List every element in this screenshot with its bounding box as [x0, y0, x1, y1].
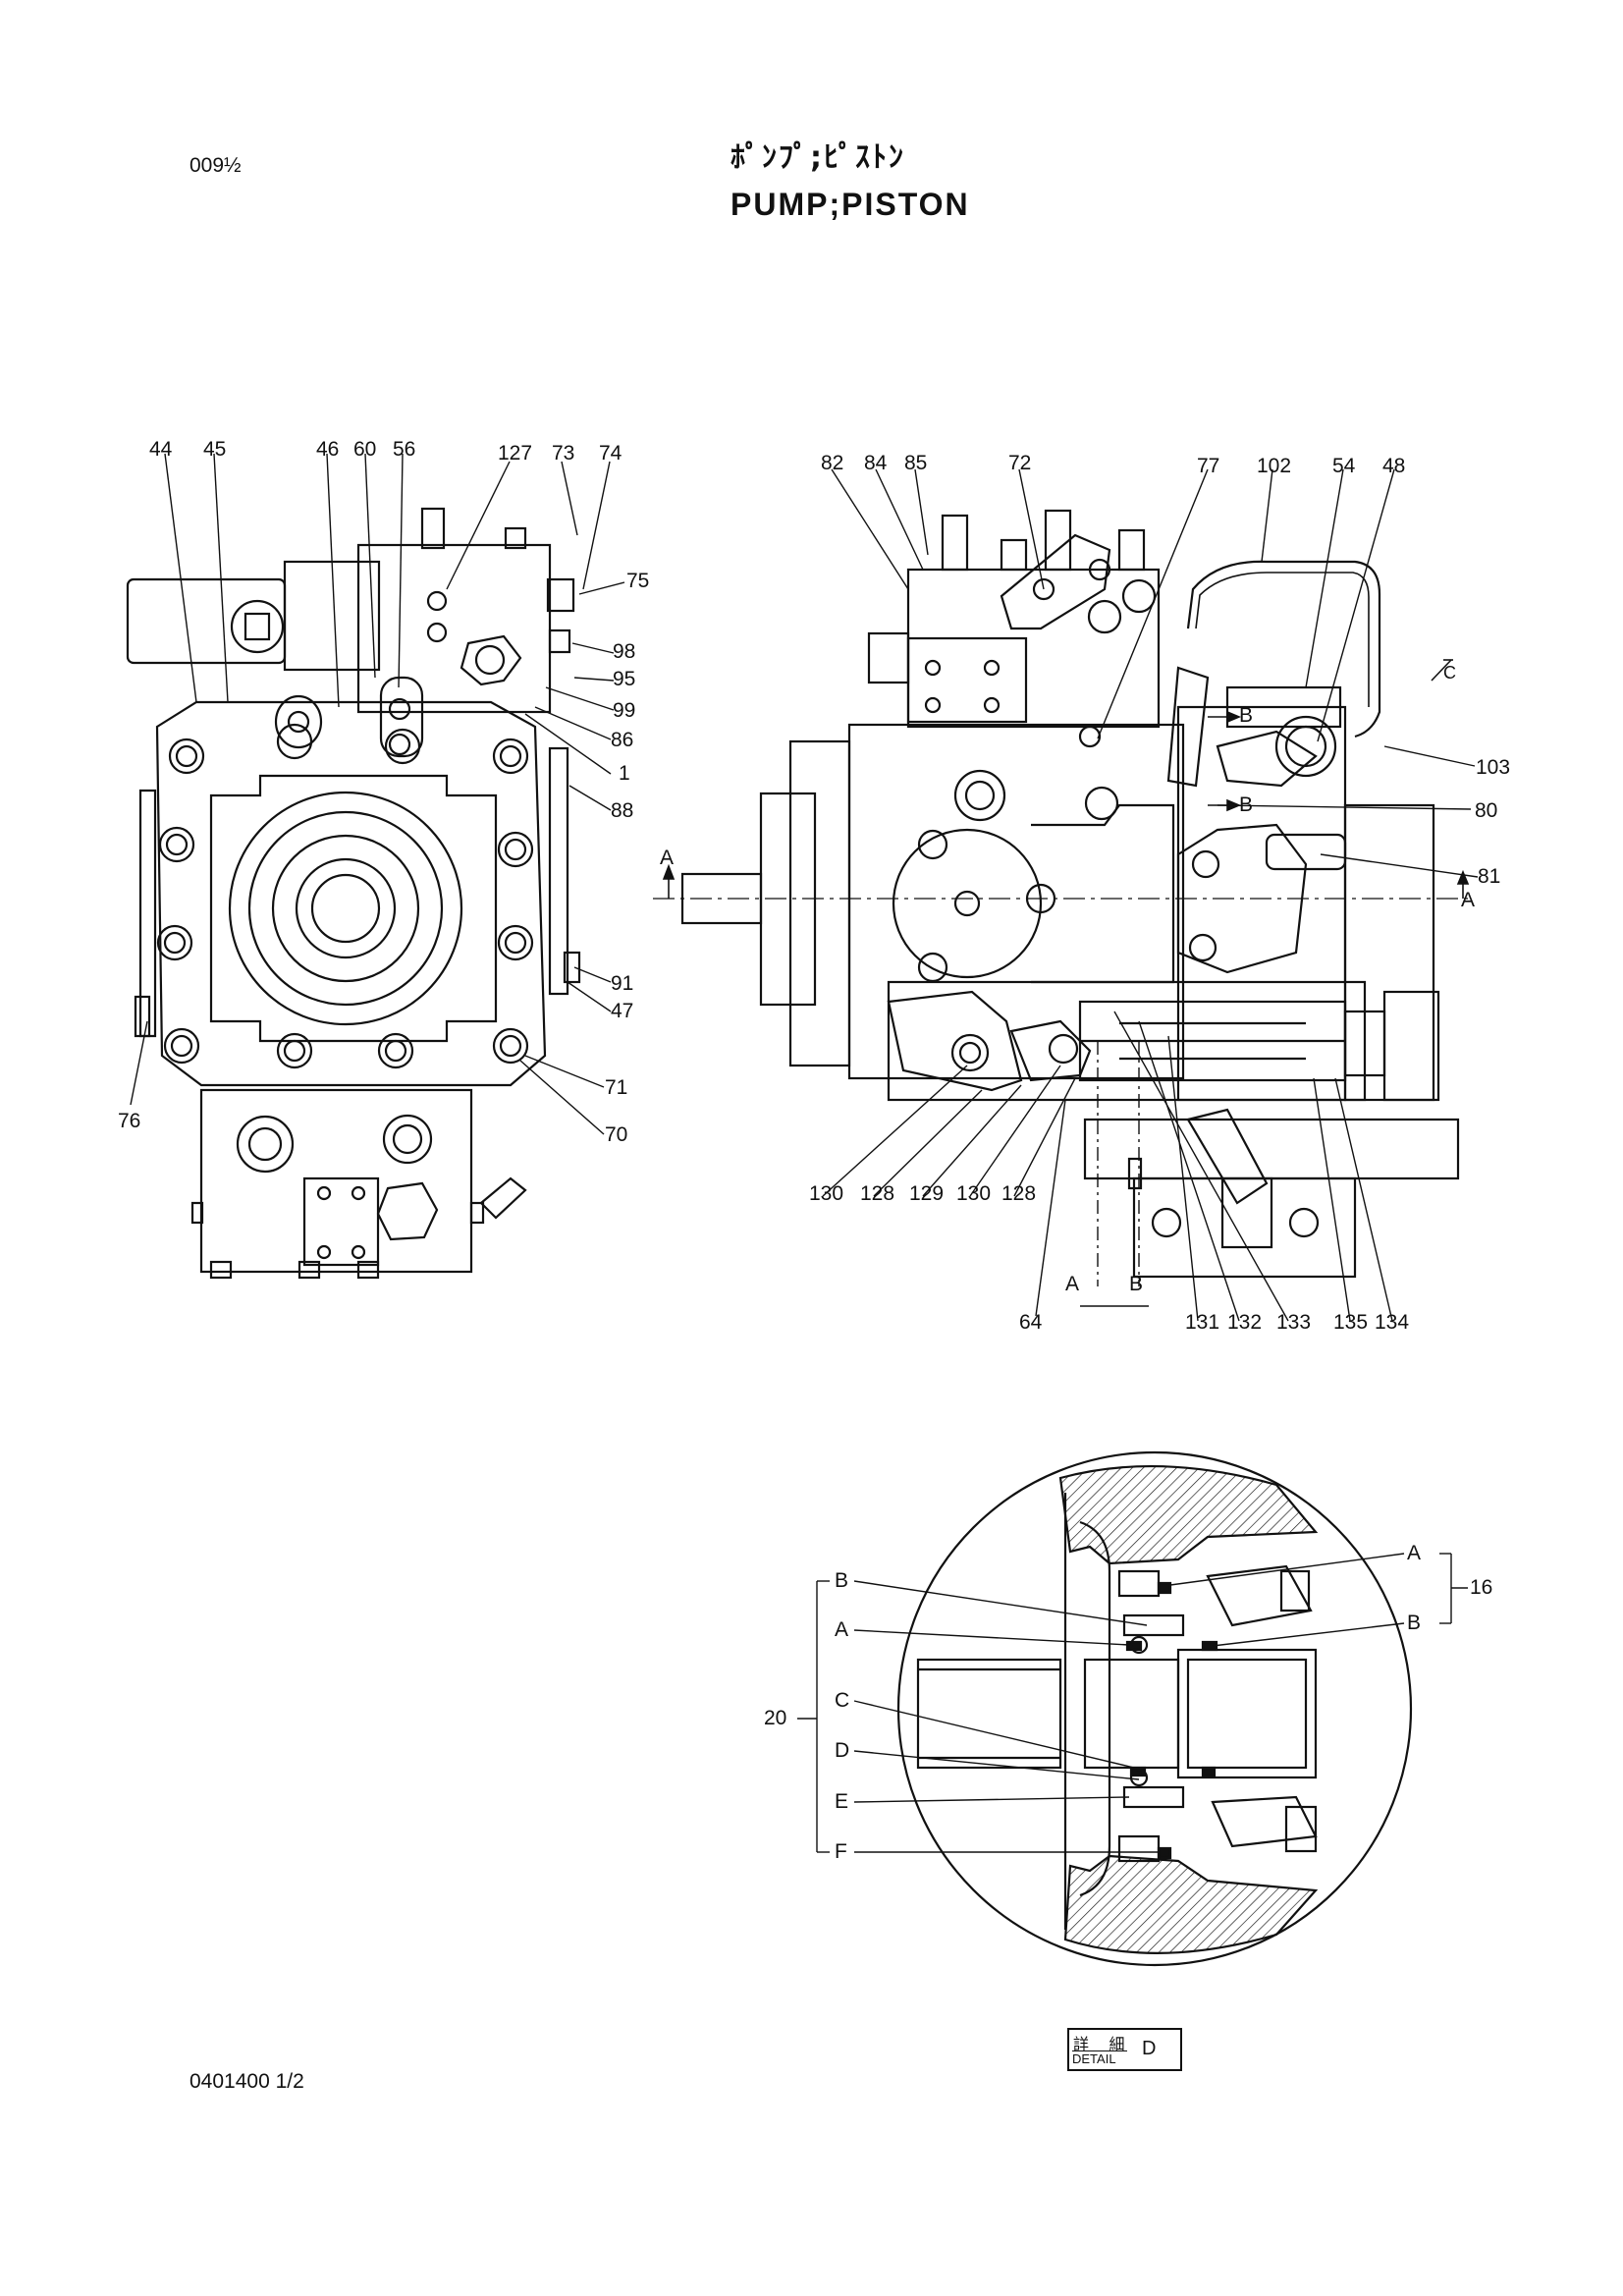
title-japanese: ﾎﾟﾝﾌﾟ;ﾋﾟｽﾄﾝ: [730, 140, 905, 175]
callout-74: 74: [599, 442, 622, 465]
detail-label-d: D: [835, 1739, 850, 1762]
callout-80: 80: [1475, 799, 1498, 822]
callout-128b: 128: [1001, 1182, 1037, 1205]
callout-46: 46: [316, 438, 340, 461]
callout-73: 73: [552, 442, 575, 465]
callout-99: 99: [613, 699, 636, 722]
callout-102: 102: [1257, 455, 1292, 477]
section-mark-b-top: B: [1239, 704, 1254, 727]
callout-131: 131: [1185, 1311, 1220, 1334]
callout-98: 98: [613, 640, 636, 663]
detail-group-20: 20: [764, 1707, 787, 1729]
left-pump-view: [126, 507, 581, 1280]
callout-91: 91: [611, 972, 634, 995]
section-mark-a-bottom: A: [1065, 1273, 1080, 1295]
detail-tag-japanese: 詳 細: [1073, 2037, 1133, 2053]
callout-130b: 130: [956, 1182, 992, 1205]
callout-48: 48: [1382, 455, 1406, 477]
callout-88: 88: [611, 799, 634, 822]
title-english: PUMP;PISTON: [730, 187, 970, 222]
callout-134: 134: [1375, 1311, 1410, 1334]
detail-label-a-right: A: [1407, 1542, 1422, 1564]
callout-82: 82: [821, 452, 844, 474]
view-mark-c: C: [1443, 663, 1456, 683]
callout-70: 70: [605, 1123, 628, 1146]
detail-group-16: 16: [1470, 1576, 1493, 1599]
detail-label-b-right: B: [1407, 1612, 1422, 1634]
detail-d-view: [896, 1450, 1413, 1967]
detail-tag-letter: D: [1142, 2038, 1157, 2059]
detail-tag: 詳 細 DETAIL D: [1067, 2028, 1182, 2071]
callout-127: 127: [498, 442, 533, 465]
callout-103: 103: [1476, 756, 1511, 779]
section-mark-a-left: A: [660, 847, 675, 869]
callout-95: 95: [613, 668, 636, 690]
callout-64: 64: [1019, 1311, 1043, 1334]
right-pump-view: [653, 509, 1473, 1279]
section-mark-a-right: A: [1461, 889, 1476, 911]
callout-47: 47: [611, 1000, 634, 1022]
callout-54: 54: [1332, 455, 1356, 477]
detail-label-a-left: A: [835, 1618, 849, 1641]
section-arrows: [662, 710, 1470, 899]
callout-84: 84: [864, 452, 888, 474]
callout-45: 45: [203, 438, 227, 461]
callout-1: 1: [619, 762, 630, 785]
callout-130a: 130: [809, 1182, 844, 1205]
callout-129: 129: [909, 1182, 945, 1205]
detail-label-b-left: B: [835, 1569, 849, 1592]
callout-60: 60: [353, 438, 377, 461]
document-number: 0401400 1/2: [189, 2070, 304, 2093]
detail-tag-english: DETAIL: [1072, 2050, 1127, 2066]
callout-128a: 128: [860, 1182, 895, 1205]
detail-label-e: E: [835, 1790, 849, 1813]
callout-71: 71: [605, 1076, 628, 1099]
callout-81: 81: [1478, 865, 1501, 888]
detail-label-c: C: [835, 1689, 850, 1712]
right-leaders: [822, 468, 1479, 1322]
callout-56: 56: [393, 438, 416, 461]
callout-72: 72: [1008, 452, 1032, 474]
callout-76: 76: [118, 1110, 141, 1132]
callout-86: 86: [611, 729, 634, 751]
callout-75: 75: [626, 570, 650, 592]
callout-135: 135: [1333, 1311, 1369, 1334]
callout-85: 85: [904, 452, 928, 474]
section-mark-b-bottom: B: [1129, 1273, 1144, 1295]
callout-44: 44: [149, 438, 173, 461]
section-mark-b-lower: B: [1239, 793, 1254, 816]
callout-133: 133: [1276, 1311, 1312, 1334]
callout-77: 77: [1197, 455, 1220, 477]
left-leaders: [130, 453, 625, 1135]
callout-132: 132: [1227, 1311, 1263, 1334]
view-c-mark: [1431, 659, 1453, 682]
detail-leaders: [797, 1553, 1468, 1853]
page-code: 009½: [189, 154, 242, 177]
detail-label-f: F: [835, 1840, 847, 1863]
